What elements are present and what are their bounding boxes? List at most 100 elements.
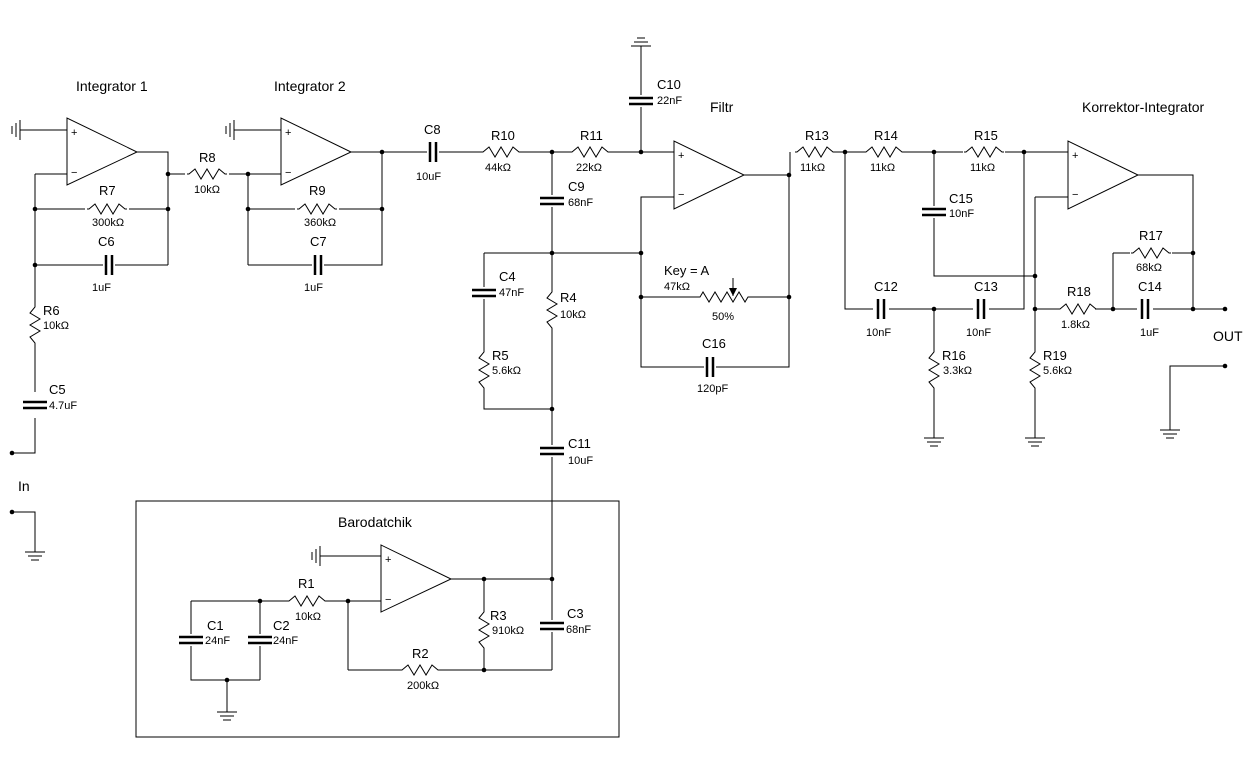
component-value-label: 11kΩ (970, 162, 995, 174)
junction-dot (379, 206, 385, 212)
component-value-label: 4.7uF (49, 400, 77, 412)
junction-dot (9, 509, 15, 515)
title-barodatchik: Barodatchik (338, 514, 413, 530)
ground-icon (311, 546, 321, 566)
opamp-minus-sign: − (285, 167, 291, 179)
component-ref-label: C2 (273, 618, 290, 633)
component-ref-label: C7 (310, 234, 327, 249)
junction-dot (1032, 306, 1038, 312)
opamp-minus-sign: − (1072, 189, 1078, 201)
component-ref-label: C16 (702, 336, 726, 351)
component-ref-label: C15 (949, 191, 973, 206)
title-integrator-2: Integrator 2 (274, 78, 346, 94)
junction-dot (32, 262, 38, 268)
junction-dot (1190, 306, 1196, 312)
pot-key-label: Key = A (664, 263, 709, 278)
component-ref-label: C14 (1138, 279, 1162, 294)
component-ref-label: R1 (298, 576, 315, 591)
junction-dot (638, 149, 644, 155)
junction-dot (345, 598, 351, 604)
component-value-label: 10nF (966, 327, 991, 339)
pot-value-label: 47kΩ (664, 281, 690, 293)
capacitor-c11: C11 10uF (540, 436, 593, 467)
ground-icon (225, 120, 235, 140)
component-ref-label: R2 (412, 646, 429, 661)
opamp-korrektor: + − (1067, 140, 1140, 210)
component-value-label: 5.6kΩ (492, 365, 521, 377)
component-ref-label: C5 (49, 382, 66, 397)
capacitor-c9: C9 68nF (540, 179, 593, 209)
component-value-label: 1uF (304, 282, 323, 294)
opamp-plus-sign: + (285, 127, 291, 139)
junction-dot (165, 171, 171, 177)
ground-icon (25, 551, 45, 561)
junction-dot (1110, 306, 1116, 312)
capacitor-c7: C7 1uF (304, 234, 327, 294)
component-ref-label: C6 (98, 234, 115, 249)
component-ref-label: R10 (491, 128, 515, 143)
opamp-filtr: + − (673, 140, 746, 210)
component-ref-label: R7 (99, 183, 116, 198)
component-value-label: 10nF (949, 208, 974, 220)
component-value-label: 68nF (568, 197, 593, 209)
junction-dot (257, 598, 263, 604)
component-ref-label: R8 (199, 150, 216, 165)
ground-icon (1160, 429, 1180, 439)
component-ref-label: R19 (1043, 348, 1067, 363)
pot-setting-label: 50% (712, 311, 734, 323)
component-value-label: 10uF (568, 455, 593, 467)
component-value-label: 22kΩ (576, 162, 602, 174)
component-value-label: 68kΩ (1136, 262, 1162, 274)
component-value-label: 47nF (499, 287, 524, 299)
component-value-label: 1uF (1140, 327, 1159, 339)
potentiometer-47k: Key = A 47kΩ 50% (641, 263, 789, 323)
opamp-minus-sign: − (678, 189, 684, 201)
opamp-integrator-1: + − (66, 117, 139, 186)
component-ref-label: C10 (657, 77, 681, 92)
component-ref-label: C4 (499, 269, 516, 284)
capacitor-c14: C14 1uF (1138, 279, 1162, 339)
component-ref-label: R14 (874, 128, 898, 143)
component-value-label: 5.6kΩ (1043, 365, 1072, 377)
component-value-label: 11kΩ (800, 162, 825, 174)
title-korrektor-integrator: Korrektor-Integrator (1082, 99, 1204, 115)
junction-dot (481, 576, 487, 582)
component-ref-label: C9 (568, 179, 585, 194)
resistor-r5: R55.6kΩ (478, 348, 521, 390)
junction-dot (245, 206, 251, 212)
resistor-r19: R19 5.6kΩ (1029, 348, 1072, 390)
opamp-plus-sign: + (385, 554, 391, 566)
barodatchik-box (135, 500, 620, 738)
opamp-minus-sign: − (71, 167, 77, 179)
component-ref-label: C11 (568, 436, 591, 451)
title-integrator-1: Integrator 1 (76, 78, 148, 94)
ground-icon (631, 37, 651, 47)
component-value-label: 360kΩ (304, 217, 336, 229)
junction-dots (9, 149, 1228, 683)
junction-dot (224, 677, 230, 683)
component-value-label: 10kΩ (560, 309, 586, 321)
label-out: OUT (1213, 328, 1243, 344)
junction-dot (549, 406, 555, 412)
component-ref-label: R17 (1139, 228, 1163, 243)
capacitor-c15: C15 10nF (922, 191, 974, 220)
ground-icon (217, 711, 237, 721)
opamp-barodatchik: + − (380, 544, 453, 613)
component-ref-label: C1 (207, 618, 224, 633)
